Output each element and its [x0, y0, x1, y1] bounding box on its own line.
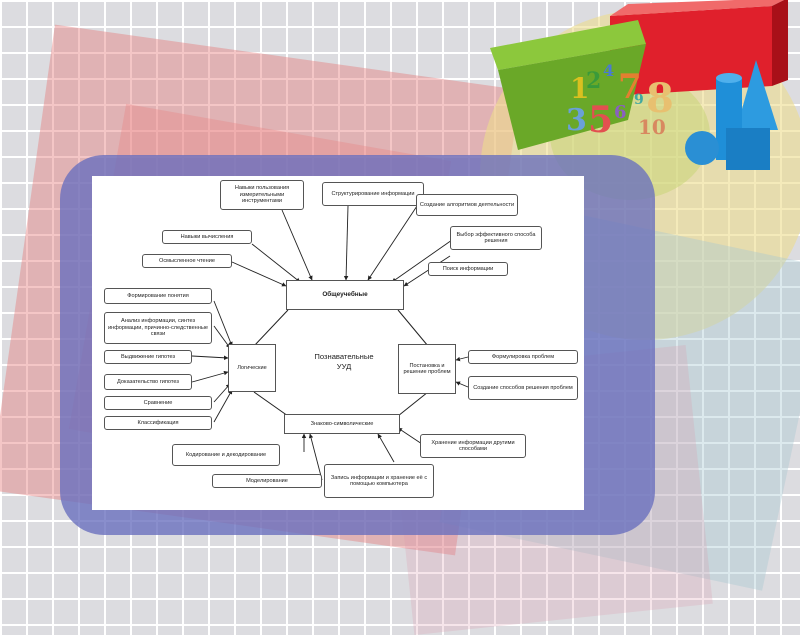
item-structuring: Структурирование информации — [322, 182, 424, 206]
blue-cube — [726, 128, 770, 170]
uud-diagram: Общеучебные Логические Постановка и реше… — [92, 176, 584, 510]
item-modeling: Моделирование — [212, 474, 322, 488]
digit-0: 10 — [638, 115, 666, 139]
item-methods: Создание способов решения проблем — [468, 376, 578, 400]
center-title-line1: Познавательные — [304, 352, 384, 362]
hub-general: Общеучебные — [286, 280, 404, 310]
item-comparison: Сравнение — [104, 396, 212, 410]
digit-3: 3 — [566, 103, 587, 138]
item-proof: Доказательство гипотез — [104, 374, 192, 390]
hub-logical: Логические — [228, 344, 276, 392]
item-effective: Выбор эффективного способа решения — [450, 226, 542, 250]
item-analysis: Анализ информации, синтез информации, пр… — [104, 312, 212, 344]
hub-symbolic: Знаково-символические — [284, 414, 400, 434]
item-reading: Осмысленное чтение — [142, 254, 232, 268]
geometric-shapes-illustration: 1 2 4 7 8 3 5 6 9 10 — [488, 0, 800, 180]
blue-cylinder-top — [716, 73, 742, 83]
item-hypotheses: Выдвижение гипотез — [104, 350, 192, 364]
center-title-line2: УУД — [304, 362, 384, 372]
digit-9: 9 — [634, 92, 644, 108]
item-concepts: Формирование понятия — [104, 288, 212, 304]
center-title: Познавательные УУД — [304, 352, 384, 372]
item-measuring: Навыки пользования измерительными инстру… — [220, 180, 304, 210]
item-computing: Навыки вычисления — [162, 230, 252, 244]
red-box-side — [772, 0, 788, 86]
digit-2: 2 — [586, 68, 601, 94]
item-search: Поиск информации — [428, 262, 508, 276]
digit-6: 6 — [614, 102, 627, 123]
item-formulation: Формулировка проблем — [468, 350, 578, 364]
item-classification: Классификация — [104, 416, 212, 430]
hub-problem: Постановка и решение проблем — [398, 344, 456, 394]
digit-5: 5 — [588, 99, 613, 141]
item-algorithms: Создание алгоритмов деятельности — [416, 194, 518, 216]
item-recording: Запись информации и хранение её с помощь… — [324, 464, 434, 498]
blue-sphere — [685, 131, 719, 165]
item-storage: Хранение информации другими способами — [420, 434, 526, 458]
arrows-general — [232, 206, 452, 286]
digit-4: 4 — [603, 61, 614, 80]
arrows-problem — [456, 357, 468, 387]
item-coding: Кодирование и декодирование — [172, 444, 280, 466]
